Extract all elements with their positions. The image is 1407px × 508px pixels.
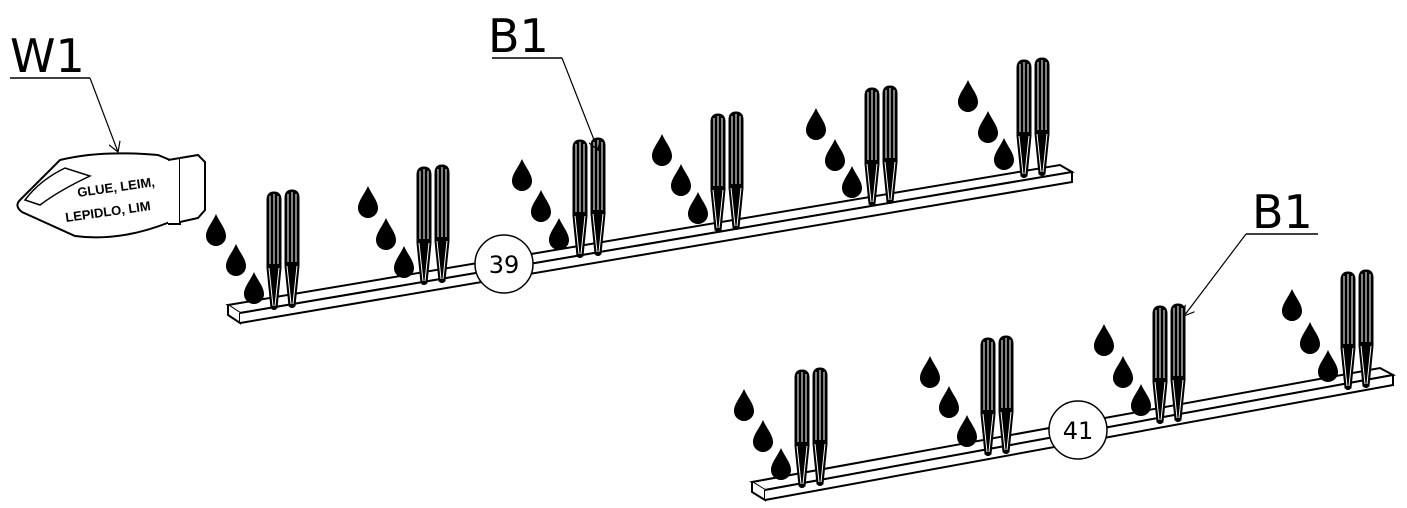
glue-drop-icon [394,246,414,278]
dowel-icon [590,137,606,257]
dowel-icon [1152,305,1168,425]
part-number-41-text: 41 [1063,417,1094,445]
dowel-icon [794,369,810,489]
rail-39 [225,163,1075,325]
glue-drop-icon [1113,356,1133,388]
glue-drop-icon [957,415,977,447]
part-number-41: 41 [1048,400,1108,460]
glue-drop-icon [1094,324,1114,356]
dowel-icon [1340,271,1356,391]
dowel-icon [284,189,300,309]
callout-b1-upper: B1 [488,9,598,150]
glue-drop-icon [376,218,396,250]
dowel-icon [1170,303,1186,423]
dowel-icon [882,85,898,205]
dowel-icon [1358,269,1374,389]
glue-drop-icon [512,159,532,191]
glue-drop-icon [842,166,862,198]
dowel-icon [416,166,432,286]
glue-drop-icon [688,192,708,224]
glue-drop-icon [978,111,998,143]
dowel-group [206,189,300,311]
glue-drop-icon [1131,384,1151,416]
glue-drop-icon [771,448,791,480]
dowel-group [512,137,606,259]
dowel-icon [864,87,880,207]
dowel-icon [266,191,282,311]
glue-drop-icon [734,389,754,421]
dowel-icon [434,164,450,284]
glue-drop-icon [939,386,959,418]
callout-w1: W1 [10,29,118,152]
glue-drop-icon [652,134,672,166]
callout-b1-upper-label: B1 [488,9,549,63]
glue-drop-icon [671,164,691,196]
glue-drop-icon [206,214,226,246]
dowel-icon [728,111,744,231]
glue-drop-icon [358,186,378,218]
glue-drop-icon [753,420,773,452]
dowel-icon [572,139,588,259]
callout-b1-lower: B1 [1184,185,1318,316]
dowel-icon [1016,59,1032,179]
part-number-39: 39 [474,234,534,294]
glue-drop-icon [920,356,940,388]
glue-tube: GLUE, LEIM, LEPIDLO, LIM [16,152,206,239]
glue-drop-icon [226,244,246,276]
glue-drop-icon [994,138,1014,170]
dowel-group [958,57,1050,179]
glue-drop-icon [244,272,264,304]
glue-drop-icon [1300,322,1320,354]
dowel-icon [1034,57,1050,177]
dowel-icon [710,113,726,233]
glue-drop-icon [806,108,826,140]
glue-drop-icon [958,80,978,112]
dowel-group [806,85,898,207]
dowel-group [358,164,450,286]
glue-drop-icon [1282,289,1302,321]
dowel-group [652,111,744,233]
glue-drop-icon [549,218,569,250]
glue-drop-icon [825,139,845,171]
dowel-icon [998,335,1014,455]
dowel-icon [980,337,996,457]
callout-b1-lower-label: B1 [1252,185,1313,239]
glue-drop-icon [531,190,551,222]
callout-w1-label: W1 [10,29,85,83]
glue-drop-icon [1318,350,1338,382]
part-number-39-text: 39 [489,251,520,279]
dowel-icon [812,367,828,487]
